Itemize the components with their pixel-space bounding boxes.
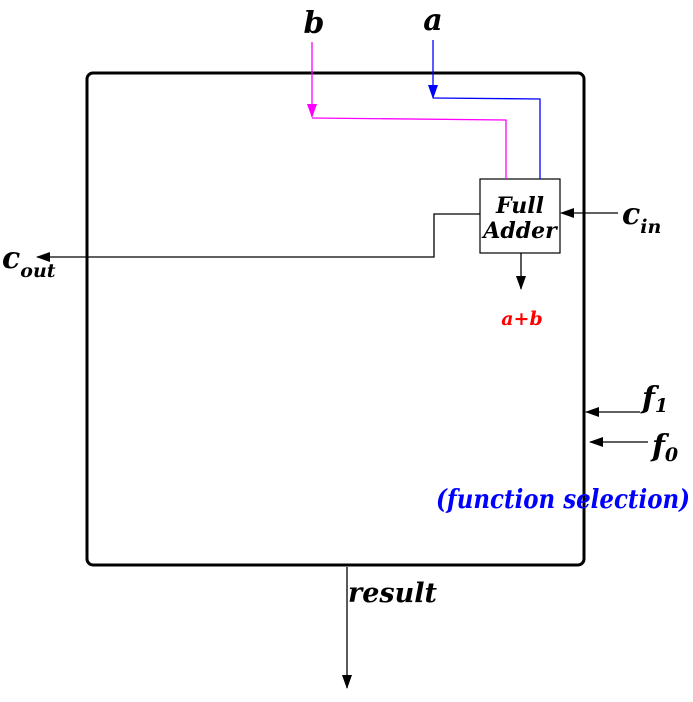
f1-label: f1 bbox=[640, 381, 668, 417]
sum-label: a+b bbox=[501, 308, 543, 330]
carry-out-wire bbox=[60, 213, 480, 258]
input-a-label: a bbox=[423, 3, 442, 38]
f1-subscript: 1 bbox=[655, 395, 668, 417]
carry-out-letter: c bbox=[2, 241, 20, 276]
carry-in-label: cin bbox=[622, 197, 661, 238]
function-selection-label: (function selection) bbox=[436, 485, 690, 515]
f0-subscript: 0 bbox=[665, 444, 678, 466]
carry-out-subscript: out bbox=[20, 260, 55, 282]
full-adder-block bbox=[479, 178, 561, 254]
wire-b bbox=[311, 117, 507, 179]
wire-a bbox=[432, 97, 541, 179]
carry-out-label: cout bbox=[2, 241, 56, 282]
result-label: result bbox=[348, 578, 437, 609]
carry-in-subscript: in bbox=[640, 216, 661, 238]
carry-in-letter: c bbox=[622, 197, 640, 232]
alu-block bbox=[85, 71, 586, 567]
input-b-label: b bbox=[304, 6, 325, 41]
full-adder-label-line1: Full bbox=[495, 193, 544, 219]
full-adder-label-line2: Adder bbox=[481, 218, 558, 244]
f0-label: f0 bbox=[650, 429, 678, 466]
